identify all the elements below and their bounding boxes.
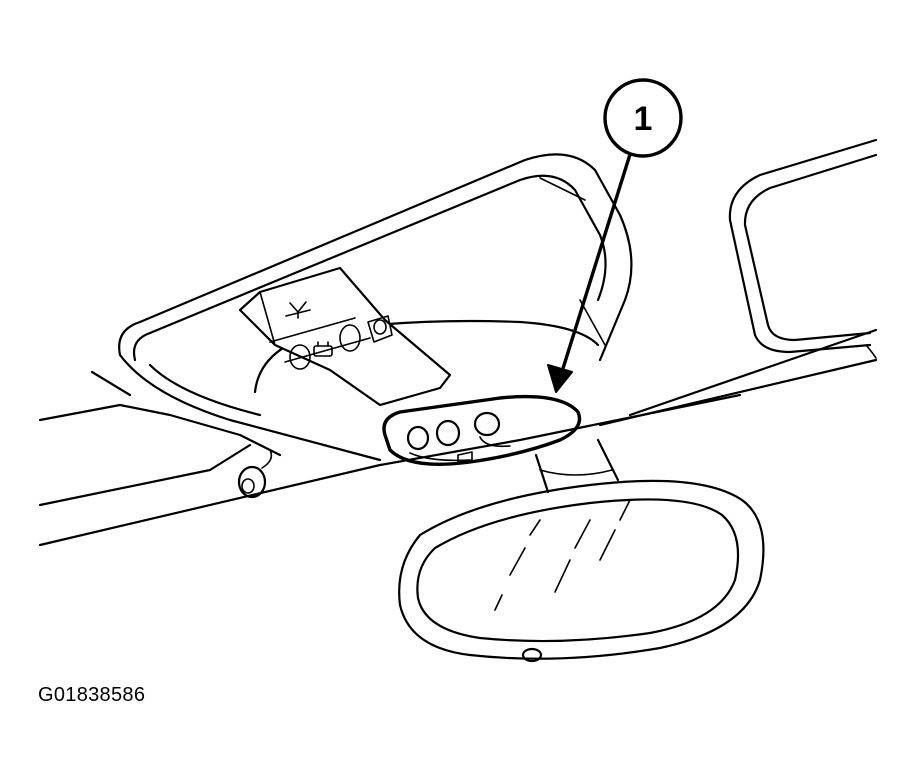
rear-view-mirror	[398, 479, 765, 663]
overhead-console	[118, 153, 633, 462]
mounting-clip	[237, 449, 273, 499]
callout-number: 1	[634, 100, 653, 138]
callout-leader	[547, 146, 634, 393]
highlighted-component	[382, 394, 582, 466]
sunroof-opening	[728, 138, 878, 359]
mirror-mount	[534, 438, 620, 494]
callout-bubble-1: 1	[603, 78, 683, 158]
figure-id-label: G01838586	[38, 684, 146, 706]
headliner	[38, 328, 878, 547]
console-switch-panel	[238, 266, 452, 407]
